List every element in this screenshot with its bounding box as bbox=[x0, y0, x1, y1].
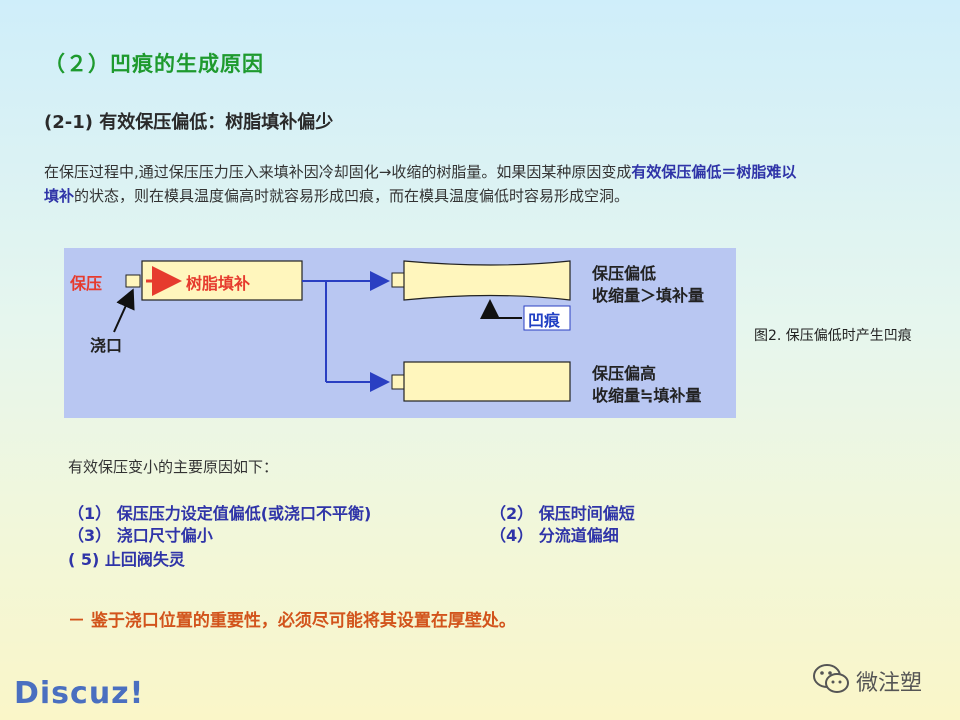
paragraph-text-1: 在保压过程中,通过保压压力压入来填补因冷却固化→收缩的树脂量。如果因某种原因变成 bbox=[44, 163, 632, 181]
cause-item: （3） 浇口尺寸偏小 bbox=[68, 526, 213, 545]
sink-mark-diagram: 保压 树脂填补 浇口 凹痕 保压偏低 收缩量＞填补量 保压偏高 收缩量≒填补量 bbox=[64, 248, 736, 418]
top-gate-nub bbox=[391, 272, 405, 288]
sink-label: 凹痕 bbox=[528, 311, 561, 330]
discuz-watermark: Discuz! bbox=[14, 676, 145, 711]
page-title: （２）凹痕的生成原因 bbox=[44, 52, 264, 76]
low-pressure-title: 保压偏低 bbox=[592, 264, 657, 283]
figure-caption: 图2. 保压偏低时产生凹痕 bbox=[754, 328, 912, 344]
sink-pointer-arrow bbox=[480, 299, 522, 319]
cause-item: ( 5) 止回阀失灵 bbox=[68, 550, 185, 569]
high-pressure-title: 保压偏高 bbox=[592, 364, 657, 383]
bottom-gate-nub bbox=[391, 374, 405, 390]
low-pressure-relation: 收缩量＞填补量 bbox=[592, 286, 705, 305]
high-pressure-relation: 收缩量≒填补量 bbox=[592, 386, 702, 405]
top-part-sunken bbox=[403, 260, 571, 301]
section-subtitle: (2-1) 有效保压偏低：树脂填补偏少 bbox=[44, 112, 334, 133]
pressure-label: 保压 bbox=[70, 274, 103, 293]
cause-item: （4） 分流道偏细 bbox=[490, 526, 619, 545]
gate-pointer-arrow bbox=[113, 288, 135, 333]
description-paragraph: 在保压过程中,通过保压压力压入来填补因冷却固化→收缩的树脂量。如果因某种原因变成… bbox=[44, 160, 804, 208]
branch-line bbox=[302, 280, 327, 382]
bottom-part bbox=[403, 361, 571, 402]
weizhusu-watermark: 微注塑 bbox=[856, 671, 923, 696]
gate-label: 浇口 bbox=[90, 336, 123, 355]
gate-nub bbox=[125, 274, 141, 288]
paragraph-text-2: 的状态，则在模具温度偏高时就容易形成凹痕，而在模具温度偏低时容易形成空洞。 bbox=[74, 187, 630, 205]
fill-label: 树脂填补 bbox=[186, 274, 251, 293]
sink-label-box bbox=[523, 305, 571, 331]
gate-position-note: － 鉴于浇口位置的重要性，必须尽可能将其设置在厚壁处。 bbox=[68, 611, 516, 631]
causes-intro: 有效保压变小的主要原因如下： bbox=[68, 458, 279, 476]
paragraph-highlight: 有效保压偏低＝树脂难以填补 bbox=[44, 163, 797, 205]
wechat-icon bbox=[813, 664, 849, 693]
diagram-graphics bbox=[113, 260, 571, 402]
cause-item: （1） 保压压力设定值偏低(或浇口不平衡) bbox=[68, 504, 372, 523]
cause-item: （2） 保压时间偏短 bbox=[490, 504, 635, 523]
